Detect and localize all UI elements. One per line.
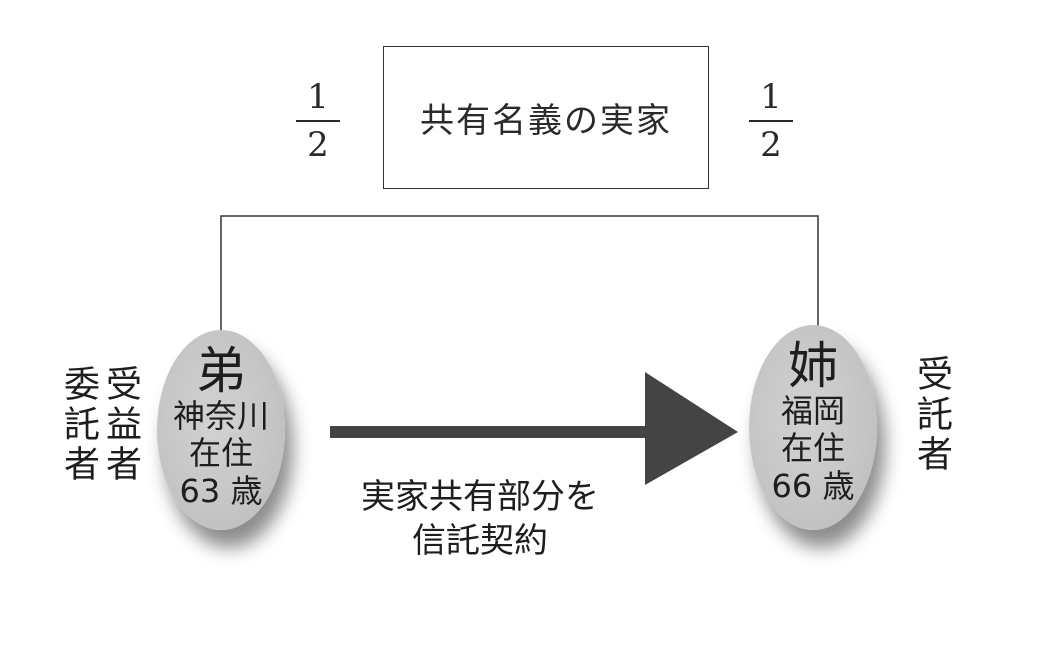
brother-residence-status: 在住: [188, 434, 253, 473]
share-left-fraction: 1 2: [288, 80, 348, 162]
brother-role-settlor: 委託者: [58, 365, 99, 485]
fraction-bar: [296, 120, 340, 122]
brother-oval: [157, 330, 285, 530]
sister-residence: 福岡: [780, 391, 845, 430]
sister-age: 66 歳: [771, 467, 855, 505]
ownership-connector: [220, 215, 819, 345]
sister-residence-status: 在住: [780, 429, 845, 468]
brother-role-beneficiary: 受益者: [100, 365, 141, 485]
sister-name: 姉: [788, 337, 838, 395]
sister-role-trustee: 受託者: [911, 355, 952, 475]
transfer-caption-line-2: 信託契約: [412, 521, 548, 562]
share-right-numerator: 1: [760, 77, 782, 117]
sister-info: 姉 福岡 在住 66 歳: [749, 340, 877, 506]
brother-age: 63 歳: [179, 472, 263, 510]
transfer-arrow: [330, 372, 738, 485]
fraction-bar: [749, 120, 793, 122]
property-label: 共有名義の実家: [420, 101, 672, 141]
brother-info: 弟 神奈川 在住 63 歳: [157, 345, 285, 511]
sister-oval: [749, 325, 877, 530]
transfer-caption-line-1: 実家共有部分を: [361, 477, 599, 517]
property-box: 共有名義の実家: [383, 46, 709, 189]
share-right-denominator: 2: [760, 125, 782, 165]
brother-name: 弟: [196, 342, 246, 400]
transfer-caption: 実家共有部分を 信託契約: [350, 475, 610, 563]
brother-residence: 神奈川: [172, 396, 269, 435]
share-left-numerator: 1: [307, 77, 329, 117]
share-left-denominator: 2: [307, 125, 329, 165]
share-right-fraction: 1 2: [741, 80, 801, 162]
